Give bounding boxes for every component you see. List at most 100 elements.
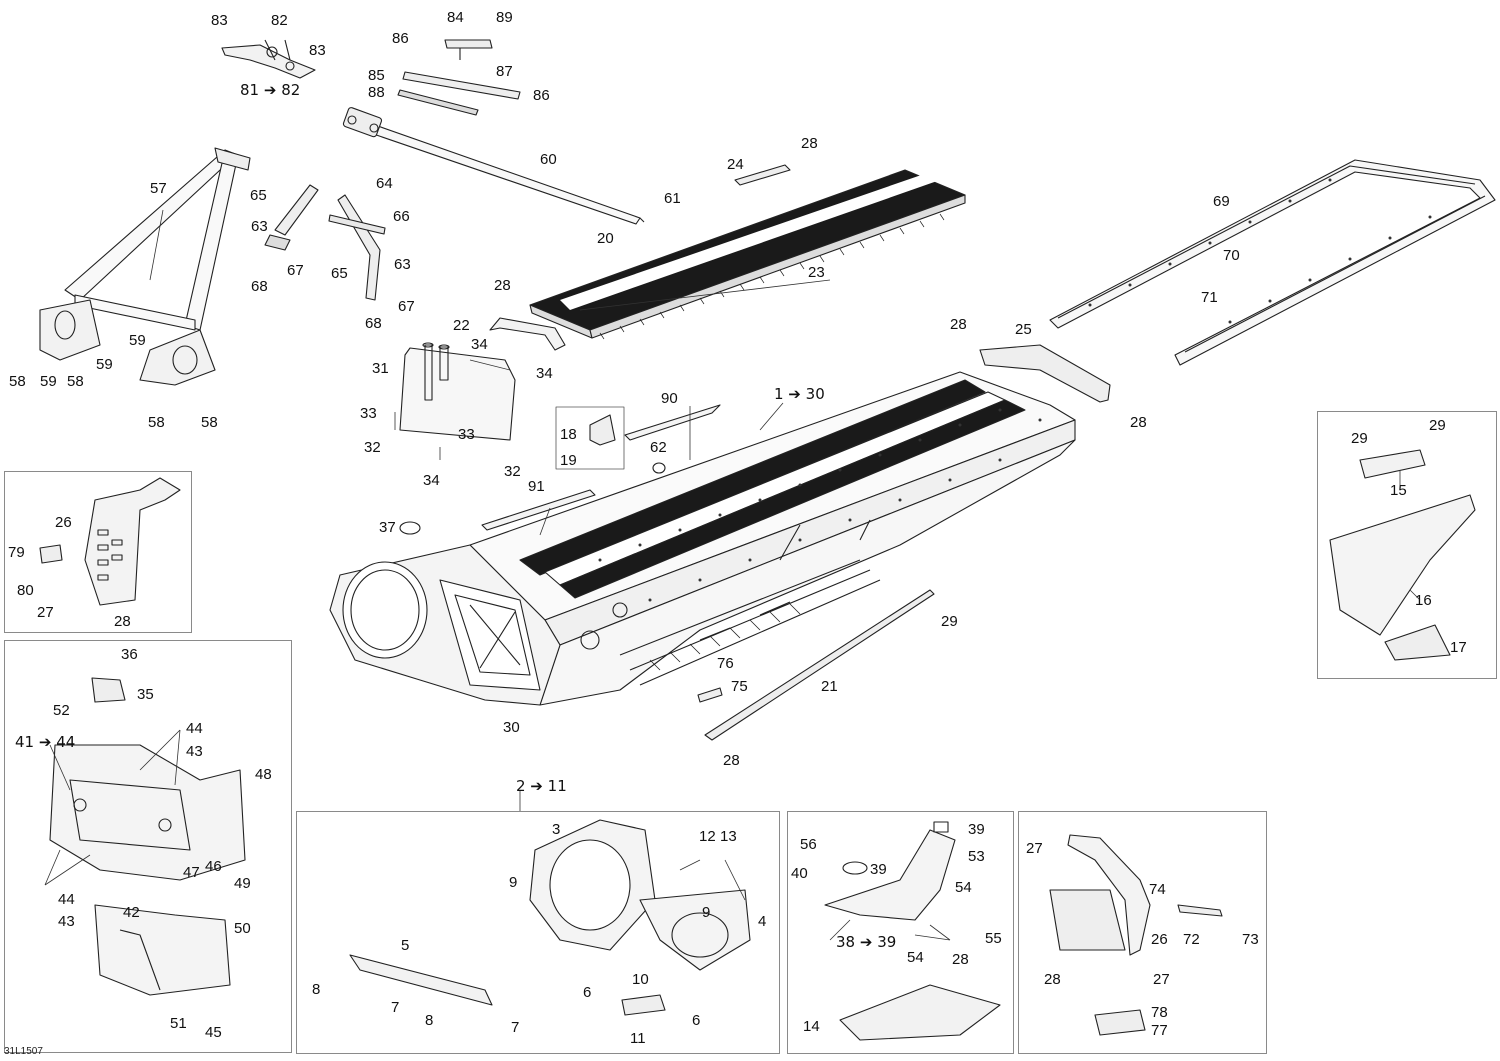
callout-2-11: 2 ➔ 11 [516, 777, 567, 795]
callout-61: 61 [664, 190, 681, 207]
callout-19: 19 [560, 452, 577, 469]
callout-58-a: 58 [9, 373, 26, 390]
inset-box-mount [787, 811, 1014, 1054]
callout-5: 5 [401, 937, 410, 954]
callout-84: 84 [447, 9, 464, 26]
callout-6-a: 6 [583, 984, 592, 1001]
callout-40: 40 [791, 865, 808, 882]
callout-50: 50 [234, 920, 251, 937]
callout-11: 11 [630, 1030, 646, 1047]
callout-42: 42 [123, 904, 140, 921]
callout-64: 64 [376, 175, 393, 192]
steering-rod [342, 107, 645, 225]
callout-53: 53 [968, 848, 985, 865]
callout-35: 35 [137, 686, 154, 703]
callout-36: 36 [121, 646, 138, 663]
callout-65-b: 65 [331, 265, 348, 282]
callout-68-b: 68 [365, 315, 382, 332]
motor-mount-assembly [824, 821, 1001, 1041]
callout-6-b: 6 [692, 1012, 701, 1029]
callout-4: 4 [758, 913, 767, 930]
callout-15: 15 [1390, 482, 1407, 499]
callout-22: 22 [453, 317, 470, 334]
callout-27-b: 27 [1026, 840, 1043, 857]
callout-21: 21 [821, 678, 838, 695]
callout-10: 10 [632, 971, 649, 988]
callout-46: 46 [205, 858, 222, 875]
callout-75: 75 [731, 678, 748, 695]
callout-39-a: 39 [968, 821, 985, 838]
callout-13: 13 [720, 828, 737, 845]
panel-31 [399, 342, 516, 441]
tunnel-assembly [329, 371, 1076, 706]
callout-91: 91 [528, 478, 545, 495]
callout-79: 79 [8, 544, 25, 561]
front-a-frame [39, 147, 251, 386]
callout-9-b: 9 [702, 904, 711, 921]
callout-56: 56 [800, 836, 817, 853]
callout-77: 77 [1151, 1022, 1168, 1039]
callout-28-f: 28 [723, 752, 740, 769]
callout-70: 70 [1223, 247, 1240, 264]
callout-7-a: 7 [391, 999, 400, 1016]
callout-65-a: 65 [250, 187, 267, 204]
rear-bracket-25 [979, 344, 1111, 403]
callout-87: 87 [496, 63, 513, 80]
callout-80: 80 [17, 582, 34, 599]
callout-41-44: 41 ➔ 44 [15, 733, 76, 751]
decal-90 [624, 404, 721, 441]
inset-18-19 [555, 406, 625, 470]
strut-bars [264, 184, 386, 301]
rear-side-panel [1049, 834, 1223, 1036]
callout-44-b: 44 [58, 891, 75, 908]
callout-20: 20 [597, 230, 614, 247]
rear-support-panel [1329, 449, 1476, 661]
callout-3: 3 [552, 821, 561, 838]
callout-29-b: 29 [1429, 417, 1446, 434]
callout-73: 73 [1242, 931, 1259, 948]
inset-box-left-top [4, 471, 192, 633]
callout-32-b: 32 [504, 463, 521, 480]
callout-88: 88 [368, 84, 385, 101]
front-frame-assembly [349, 819, 751, 1016]
drawing-code: 31L1507 [4, 1046, 43, 1057]
callout-8-b: 8 [425, 1012, 434, 1029]
callout-26-b: 26 [1151, 931, 1168, 948]
callout-55: 55 [985, 930, 1002, 947]
callout-27-c: 27 [1153, 971, 1170, 988]
callout-67-b: 67 [398, 298, 415, 315]
callout-58-c: 58 [148, 414, 165, 431]
callout-59-b: 59 [40, 373, 57, 390]
heat-exchanger [529, 169, 966, 340]
callout-86-top: 86 [392, 30, 409, 47]
callout-14: 14 [803, 1018, 820, 1035]
callout-59-c: 59 [96, 356, 113, 373]
callout-7-b: 7 [511, 1019, 520, 1036]
callout-28-c: 28 [950, 316, 967, 333]
callout-28-e: 28 [114, 613, 131, 630]
callout-54-a: 54 [955, 879, 972, 896]
callout-28-a: 28 [801, 135, 818, 152]
plug-37 [399, 521, 421, 535]
callout-37: 37 [379, 519, 396, 536]
callout-69: 69 [1213, 193, 1230, 210]
rear-bumper-loop [1049, 159, 1496, 366]
callout-34-a: 34 [471, 336, 488, 353]
callout-81: 83 [211, 12, 228, 29]
callout-66: 66 [393, 208, 410, 225]
callout-28-d: 28 [1130, 414, 1147, 431]
small-bracket-24 [734, 164, 791, 186]
callout-1-30: 1 ➔ 30 [774, 385, 825, 403]
callout-33-b: 33 [458, 426, 475, 443]
decal-91 [481, 489, 596, 531]
steering-column-support [49, 677, 246, 996]
callout-82: 82 [271, 12, 288, 29]
callout-29-c: 29 [941, 613, 958, 630]
callout-16: 16 [1415, 592, 1432, 609]
callout-81-82: 81 ➔ 82 [240, 81, 301, 99]
callout-29-a: 29 [1351, 430, 1368, 447]
inset-box-left-bottom [4, 640, 292, 1053]
callout-72: 72 [1183, 931, 1200, 948]
